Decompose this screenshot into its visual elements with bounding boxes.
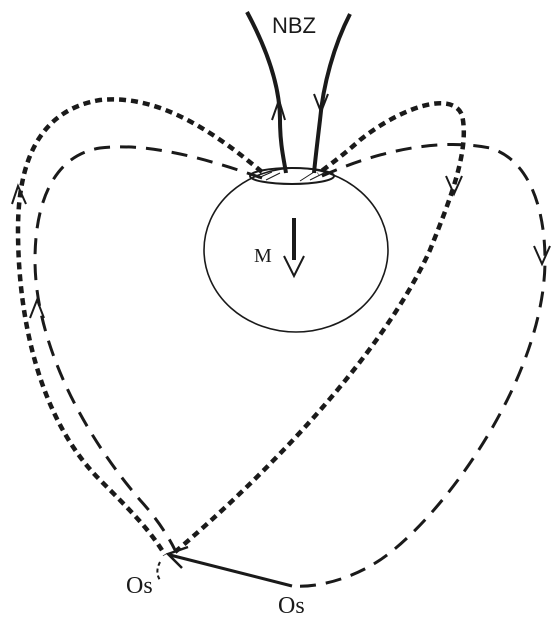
loop-arrow-right-outer	[534, 246, 550, 264]
nbz-line-right	[314, 14, 350, 173]
os-left-stub	[157, 562, 160, 580]
m-label: M	[254, 245, 272, 267]
loop-arrow-left-lower	[30, 300, 44, 318]
os-label-right: Os	[278, 593, 305, 619]
nbz-label: NBZ	[272, 13, 316, 38]
contact-zone-hatching	[258, 172, 326, 181]
os-connection-line	[170, 555, 292, 586]
dashed-loop-right	[292, 144, 545, 586]
os-label-left: Os	[126, 573, 153, 599]
dotted-loop-left	[18, 99, 262, 555]
dashed-loop-left	[35, 147, 262, 550]
